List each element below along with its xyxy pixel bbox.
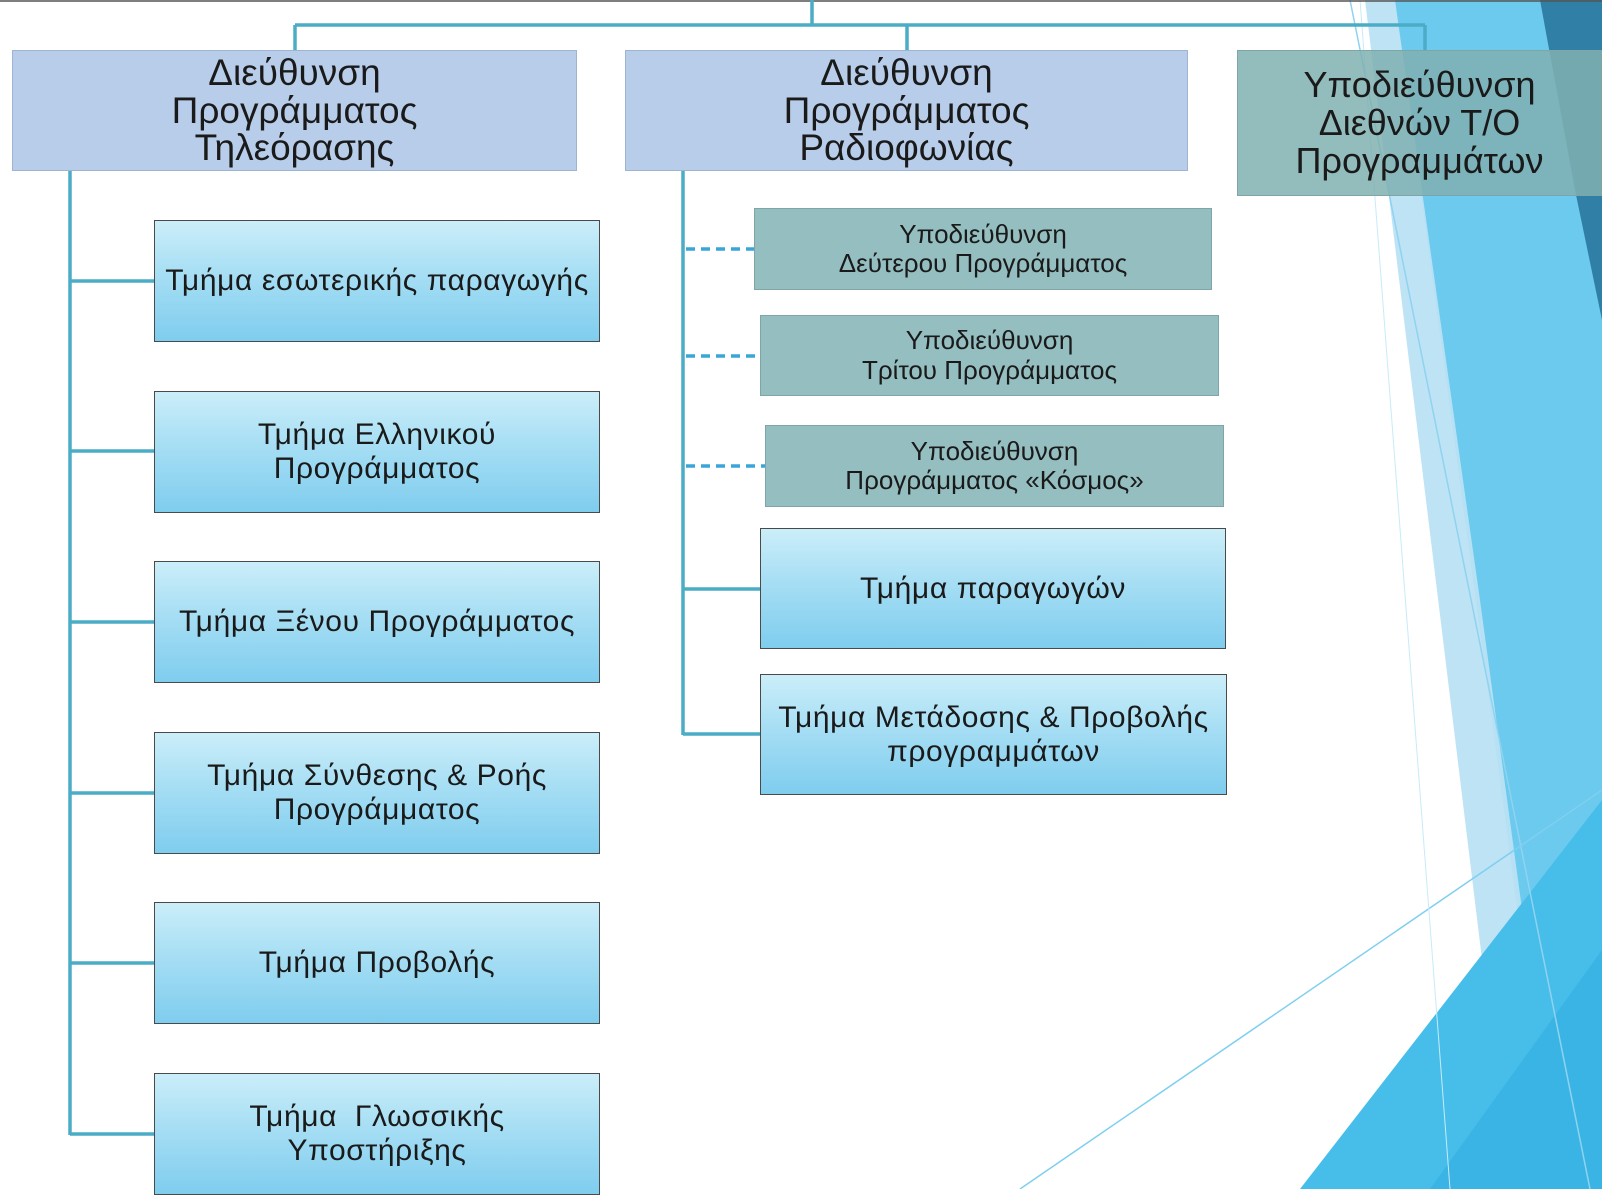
tv-dept-6-line-2: Υποστήριξης <box>287 1134 467 1167</box>
intl-head-line-2: Διεθνών Τ/Ο <box>1318 102 1521 144</box>
radio-sub-1-line-1: Υποδιεύθυνση <box>899 218 1067 249</box>
tv-head-line-1: Διεύθυνση <box>208 51 381 93</box>
radio-program-directorate: Διεύθυνση Προγράμματος Ραδιοφωνίας <box>625 50 1188 171</box>
intl-head-line-3: Προγραμμάτων <box>1295 139 1544 181</box>
decor-shape-bottom-light <box>1430 950 1602 1189</box>
tv-dept-language-support: Τμήμα Γλωσσικής Υποστήριξης <box>154 1073 600 1195</box>
tv-head-line-3: Τηλεόρασης <box>194 127 395 169</box>
radio-head-line-1: Διεύθυνση <box>820 51 993 93</box>
radio-head-line-3: Ραδιοφωνίας <box>799 127 1014 169</box>
tv-program-directorate: Διεύθυνση Προγράμματος Τηλεόρασης <box>12 50 577 171</box>
radio-dept-1-line-1: Τμήμα παραγωγών <box>860 571 1126 605</box>
intl-head-line-1: Υποδιεύθυνση <box>1303 64 1536 106</box>
radio-sub-2-line-2: Τρίτου Προγράμματος <box>862 354 1117 385</box>
radio-sub-kosmos-program: Υποδιεύθυνση Προγράμματος «Κόσμος» <box>765 425 1224 507</box>
radio-sub-third-program: Υποδιεύθυνση Τρίτου Προγράμματος <box>760 315 1219 396</box>
radio-head-line-2: Προγράμματος <box>783 89 1030 131</box>
tv-dept-4-line-2: Προγράμματος <box>273 793 481 826</box>
decor-thin-line-2 <box>1019 789 1602 1189</box>
decor-thin-line-1 <box>1349 0 1591 1189</box>
radio-dept-2-line-2: προγραμμάτων <box>887 734 1100 768</box>
intl-programs-subdirectorate: Υποδιεύθυνση Διεθνών Τ/Ο Προγραμμάτων <box>1237 50 1602 196</box>
tv-head-line-2: Προγράμματος <box>171 89 418 131</box>
radio-dept-2-line-1: Τμήμα Μετάδοσης & Προβολής <box>778 700 1209 734</box>
tv-dept-greek-program: Τμήμα Ελληνικού Προγράμματος <box>154 391 600 513</box>
radio-sub-3-line-2: Προγράμματος «Κόσμος» <box>845 465 1144 495</box>
tv-dept-internal-production: Τμήμα εσωτερικής παραγωγής <box>154 220 600 342</box>
tv-dept-5-line-1: Τμήμα Προβολής <box>258 946 496 980</box>
radio-dept-producers: Τμήμα παραγωγών <box>760 528 1226 649</box>
tv-dept-6-line-1: Τμήμα Γλωσσικής <box>249 1100 505 1134</box>
radio-sub-3-line-1: Υποδιεύθυνση <box>910 435 1079 466</box>
tv-dept-composition-flow: Τμήμα Σύνθεσης & Ροής Προγράμματος <box>154 732 600 854</box>
radio-sub-second-program: Υποδιεύθυνση Δεύτερου Προγράμματος <box>754 208 1212 290</box>
tv-dept-promotion: Τμήμα Προβολής <box>154 902 600 1024</box>
tv-dept-2-line-1: Τμήμα Ελληνικού <box>257 418 497 452</box>
radio-dept-broadcast-promotion: Τμήμα Μετάδοσης & Προβολής προγραμμάτων <box>760 674 1227 795</box>
radio-sub-2-line-1: Υποδιεύθυνση <box>905 325 1074 356</box>
radio-sub-1-line-2: Δεύτερου Προγράμματος <box>838 248 1128 278</box>
tv-dept-foreign-program: Τμήμα Ξένου Προγράμματος <box>154 561 600 683</box>
tv-dept-3-line-1: Τμήμα Ξένου Προγράμματος <box>178 605 576 639</box>
tv-dept-2-line-2: Προγράμματος <box>273 452 481 485</box>
tv-dept-4-line-1: Τμήμα Σύνθεσης & Ροής <box>207 759 547 793</box>
tv-dept-1-line-1: Τμήμα εσωτερικής παραγωγής <box>165 264 589 298</box>
decor-thin-line-3 <box>1359 0 1451 1189</box>
